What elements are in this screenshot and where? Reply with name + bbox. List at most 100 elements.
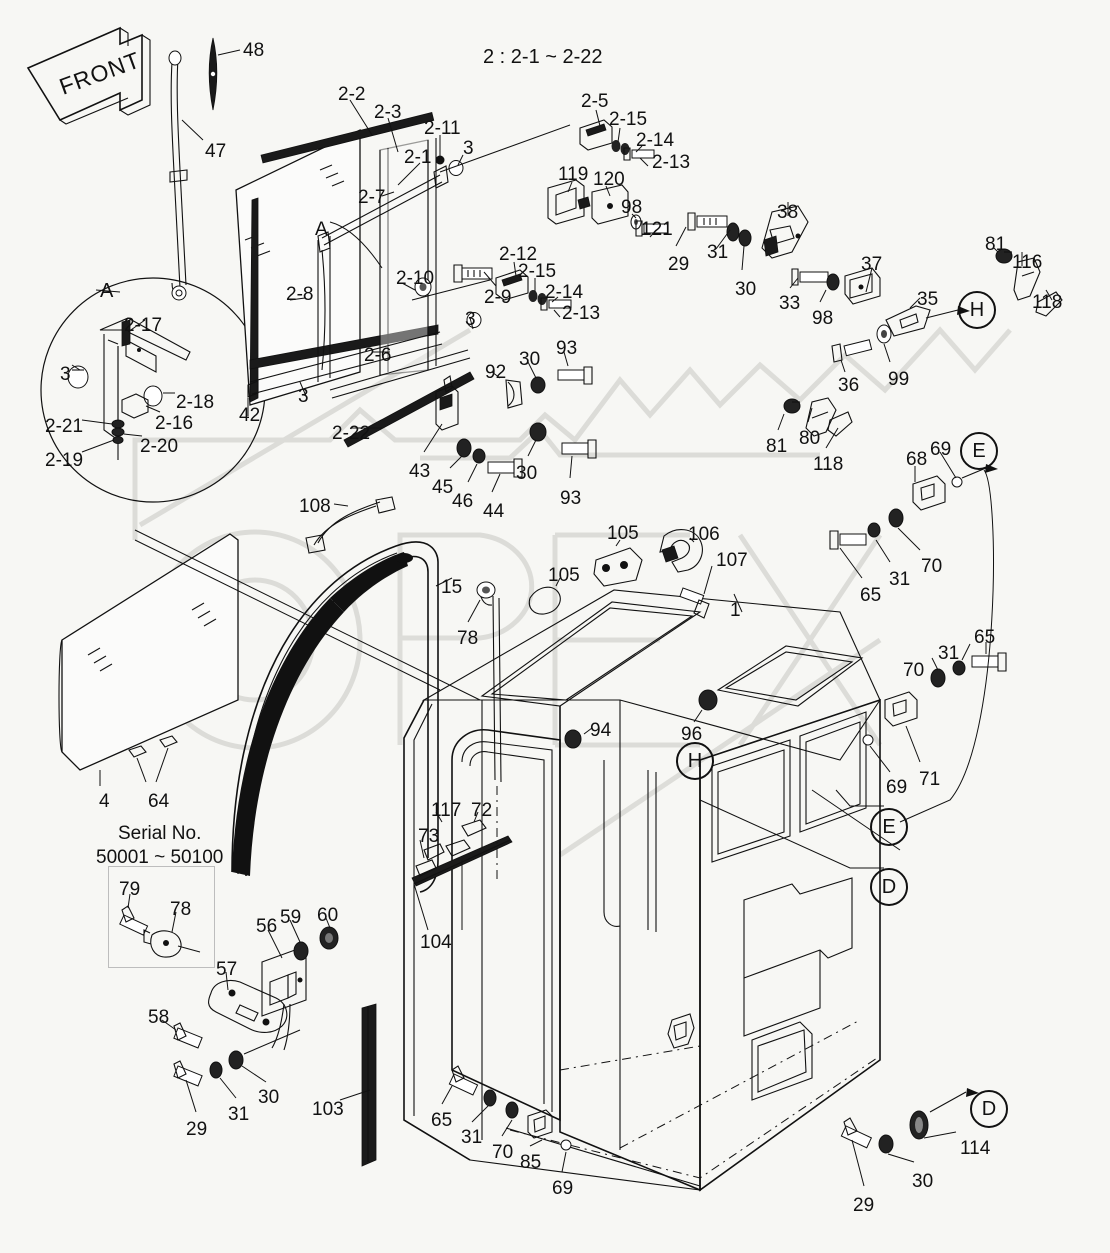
mirror-parts bbox=[528, 529, 710, 619]
part-callout-33: 33 bbox=[779, 293, 801, 314]
part-callout-64: 64 bbox=[148, 791, 170, 812]
part-callout-A: A bbox=[315, 219, 328, 240]
part-callout-2-13: 2-13 bbox=[562, 303, 601, 324]
part-callout-2-6: 2-6 bbox=[364, 345, 392, 366]
part-callout-65: 65 bbox=[860, 585, 882, 606]
part-callout-44: 44 bbox=[483, 501, 505, 522]
part-callout-118: 118 bbox=[813, 454, 844, 475]
part-callout-36: 36 bbox=[838, 375, 860, 396]
part-callout-2-22: 2-22 bbox=[332, 423, 371, 444]
part-callout-69: 69 bbox=[886, 777, 908, 798]
part-callout-78: 78 bbox=[457, 628, 479, 649]
part-callout-2-11: 2-11 bbox=[424, 118, 461, 139]
bracket-cluster-top bbox=[579, 119, 655, 161]
part-callout-2-8: 2-8 bbox=[286, 284, 314, 305]
detail-circle-a bbox=[40, 277, 266, 503]
part-callout-92: 92 bbox=[485, 362, 507, 383]
part-callout-107: 107 bbox=[716, 550, 748, 571]
part-callout-118: 118 bbox=[1032, 292, 1063, 313]
front-arrow-graphic: FRONT bbox=[26, 26, 151, 125]
part-callout-37: 37 bbox=[861, 254, 883, 275]
wiper-blade-48 bbox=[208, 37, 218, 111]
part-callout-15: 15 bbox=[441, 577, 463, 598]
part-callout-96: 96 bbox=[681, 724, 703, 745]
marker-label: D bbox=[881, 875, 897, 898]
mount-cluster-d bbox=[862, 652, 1007, 746]
part-callout-30: 30 bbox=[519, 349, 541, 370]
part-callout-119: 119 bbox=[558, 164, 589, 185]
part-callout-30: 30 bbox=[912, 1171, 934, 1192]
part-callout-1: 1 bbox=[730, 600, 741, 621]
part-callout-2-3: 2-3 bbox=[374, 102, 402, 123]
part-callout-81: 81 bbox=[985, 234, 1007, 255]
part-callout-2-12: 2-12 bbox=[499, 244, 538, 265]
part-callout-68: 68 bbox=[906, 449, 928, 470]
part-callout-48: 48 bbox=[243, 40, 265, 61]
part-callout-2-14: 2-14 bbox=[636, 130, 675, 151]
door-glass-4 bbox=[58, 533, 239, 771]
part-callout-42: 42 bbox=[239, 405, 261, 426]
part-callout-116: 116 bbox=[1012, 252, 1043, 273]
wiper-arm-47 bbox=[168, 50, 188, 301]
part-callout-31: 31 bbox=[889, 569, 911, 590]
mount-cluster-bottom bbox=[448, 1065, 572, 1151]
part-callout-69: 69 bbox=[552, 1178, 574, 1199]
part-callout-2-9: 2-9 bbox=[484, 287, 512, 308]
part-callout-117: 117 bbox=[431, 800, 462, 821]
cab-body-1 bbox=[361, 589, 881, 1192]
part-callout-93: 93 bbox=[556, 338, 578, 359]
part-callout-104: 104 bbox=[420, 932, 452, 953]
part-callout-2-2: 2-2 bbox=[338, 84, 366, 105]
serial-note-line1: Serial No. bbox=[117, 823, 202, 844]
windshield-assembly bbox=[235, 112, 493, 448]
part-callout-30: 30 bbox=[258, 1087, 280, 1108]
part-callout-121: 121 bbox=[641, 219, 673, 240]
part-callout-120: 120 bbox=[593, 169, 625, 190]
part-callout-114: 114 bbox=[960, 1138, 991, 1159]
part-callout-29: 29 bbox=[853, 1195, 875, 1216]
part-callout-59: 59 bbox=[280, 907, 302, 928]
part-callout-3: 3 bbox=[465, 309, 476, 330]
part-callout-103: 103 bbox=[312, 1099, 344, 1120]
part-callout-38: 38 bbox=[777, 202, 799, 223]
serial-note-line2: 50001 ~ 50100 bbox=[96, 846, 224, 868]
part-callout-4: 4 bbox=[99, 791, 110, 812]
section-marker-h-top: H bbox=[958, 291, 996, 329]
section-marker-h-cab: H bbox=[676, 742, 714, 780]
part-callout-79: 79 bbox=[119, 879, 141, 900]
part-callout-94: 94 bbox=[590, 720, 612, 741]
part-callout-78: 78 bbox=[170, 899, 192, 920]
part-callout-2-7: 2-7 bbox=[358, 187, 386, 208]
part-callout-2-10: 2-10 bbox=[396, 268, 435, 289]
lock-assembly-119-120 bbox=[547, 179, 669, 237]
cable-108 bbox=[305, 496, 396, 554]
marker-label: H bbox=[687, 749, 703, 772]
marker-label: D bbox=[981, 1097, 997, 1120]
serial-note: Serial No. 50001 ~ 50100 bbox=[96, 822, 223, 870]
page-title: 2 : 2-1 ~ 2-22 bbox=[483, 46, 603, 68]
part-callout-2-15: 2-15 bbox=[609, 109, 648, 130]
part-callout-2-13: 2-13 bbox=[652, 152, 691, 173]
serial-box-parts bbox=[119, 905, 182, 958]
part-callout-65: 65 bbox=[974, 627, 996, 648]
part-callout-70: 70 bbox=[492, 1142, 514, 1163]
part-callout-29: 29 bbox=[186, 1119, 208, 1140]
serial-parts-box bbox=[108, 866, 215, 968]
stay-rod-78 bbox=[476, 581, 502, 880]
section-marker-d-bottom: D bbox=[970, 1090, 1008, 1128]
part-callout-105: 105 bbox=[607, 523, 639, 544]
part-callout-80: 80 bbox=[799, 428, 821, 449]
part-callout-73: 73 bbox=[418, 826, 440, 847]
part-callout-2-19: 2-19 bbox=[45, 450, 84, 471]
bracket-cluster-mid bbox=[495, 269, 572, 311]
part-callout-2-17: 2-17 bbox=[124, 315, 163, 336]
arm-35 bbox=[831, 305, 970, 363]
detail-circle-label: A bbox=[100, 280, 114, 302]
part-callout-60: 60 bbox=[317, 905, 339, 926]
part-callout-2-1: 2-1 bbox=[404, 147, 432, 168]
mount-cluster-e bbox=[829, 464, 998, 550]
part-callout-2-21: 2-21 bbox=[45, 416, 84, 437]
part-callout-3: 3 bbox=[298, 386, 309, 407]
door-seal-15 bbox=[231, 541, 439, 893]
